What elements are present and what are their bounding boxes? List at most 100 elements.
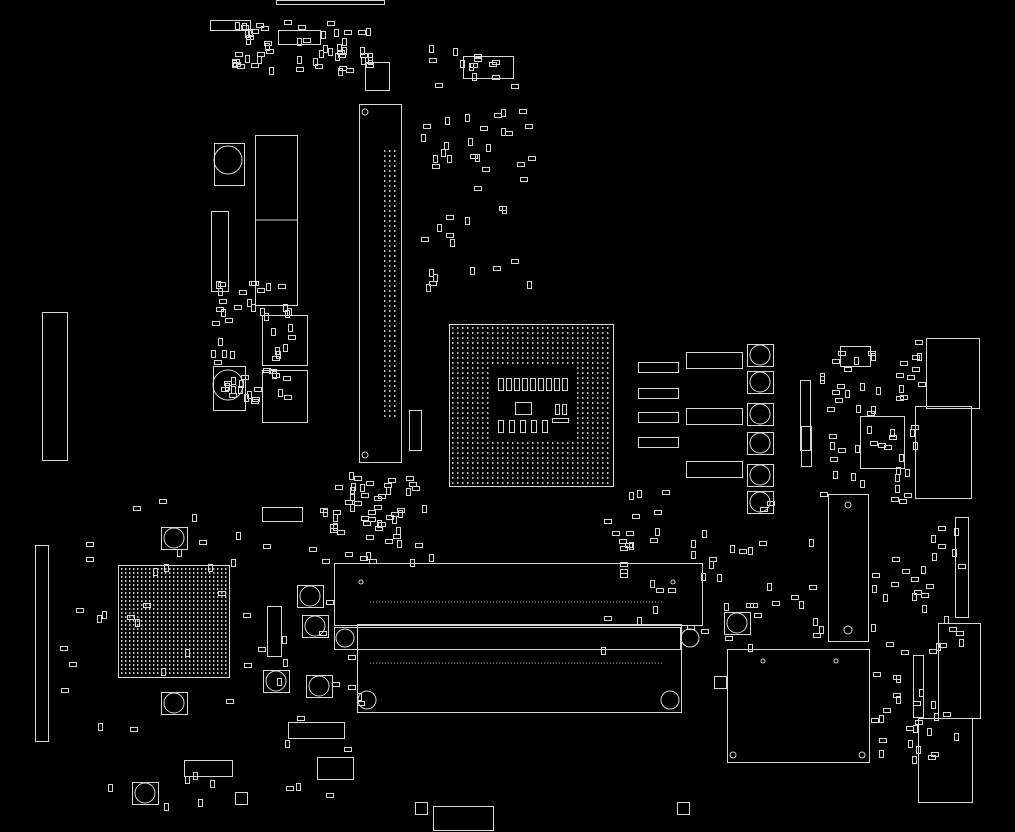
smd-component[interactable]	[954, 528, 959, 536]
capacitor[interactable]	[538, 378, 544, 391]
capacitor[interactable]	[514, 378, 520, 391]
side-connector[interactable]	[955, 517, 969, 618]
smd-component[interactable]	[333, 514, 338, 522]
smd-component[interactable]	[489, 62, 497, 67]
smd-component[interactable]	[465, 114, 470, 122]
component-outline[interactable]	[415, 802, 428, 815]
smd-component[interactable]	[612, 531, 620, 536]
smd-component[interactable]	[931, 701, 936, 709]
component-outline[interactable]	[686, 352, 743, 369]
smd-component[interactable]	[361, 516, 369, 521]
smd-component[interactable]	[911, 577, 919, 582]
smd-component[interactable]	[883, 594, 888, 602]
smd-component[interactable]	[263, 544, 271, 549]
smd-component[interactable]	[709, 561, 714, 569]
smd-component[interactable]	[378, 522, 386, 527]
smd-component[interactable]	[501, 109, 506, 117]
smd-component[interactable]	[257, 288, 265, 293]
smd-component[interactable]	[860, 480, 865, 488]
smd-component[interactable]	[69, 662, 77, 667]
smd-component[interactable]	[326, 600, 334, 605]
smd-component[interactable]	[949, 627, 957, 632]
smd-component[interactable]	[832, 390, 840, 395]
smd-component[interactable]	[161, 668, 166, 676]
smd-component[interactable]	[61, 688, 69, 693]
capacitor[interactable]	[542, 420, 548, 433]
smd-component[interactable]	[879, 715, 884, 723]
smd-component[interactable]	[86, 542, 94, 547]
smd-component[interactable]	[319, 631, 327, 636]
mounting-hole[interactable]	[335, 628, 355, 648]
vga-port[interactable]	[918, 718, 973, 803]
smd-component[interactable]	[856, 405, 861, 413]
smd-component[interactable]	[453, 48, 458, 56]
smd-component[interactable]	[272, 373, 280, 378]
capacitor[interactable]	[498, 420, 504, 433]
smd-component[interactable]	[397, 540, 402, 548]
component-outline[interactable]	[317, 757, 354, 780]
component-outline[interactable]	[263, 670, 290, 693]
component-outline[interactable]	[132, 782, 159, 805]
smd-component[interactable]	[650, 580, 655, 588]
smd-component[interactable]	[429, 554, 434, 562]
smd-component[interactable]	[338, 53, 346, 58]
smd-component[interactable]	[221, 309, 226, 317]
smd-component[interactable]	[465, 217, 470, 225]
smd-component[interactable]	[429, 269, 434, 277]
component-outline[interactable]	[840, 346, 871, 367]
smd-component[interactable]	[691, 551, 696, 559]
smd-component[interactable]	[351, 483, 356, 491]
smd-component[interactable]	[231, 559, 236, 567]
smd-component[interactable]	[650, 538, 658, 543]
smd-component[interactable]	[415, 543, 423, 548]
smd-component[interactable]	[396, 527, 401, 535]
smd-component[interactable]	[913, 725, 918, 733]
mounting-hole[interactable]	[749, 432, 771, 454]
smd-component[interactable]	[368, 510, 376, 515]
smd-component[interactable]	[368, 517, 376, 522]
smd-component[interactable]	[133, 506, 141, 511]
smd-component[interactable]	[212, 321, 220, 326]
smd-component[interactable]	[938, 544, 946, 549]
smd-component[interactable]	[767, 583, 772, 591]
component-outline[interactable]	[638, 362, 679, 373]
smd-component[interactable]	[218, 591, 226, 596]
smd-component[interactable]	[218, 288, 223, 296]
smd-component[interactable]	[283, 304, 288, 312]
smd-component[interactable]	[76, 608, 84, 613]
smd-component[interactable]	[952, 549, 957, 557]
smd-component[interactable]	[297, 716, 305, 721]
smd-component[interactable]	[386, 515, 394, 520]
smd-component[interactable]	[832, 359, 840, 364]
smd-component[interactable]	[357, 693, 362, 701]
smd-component[interactable]	[426, 284, 431, 292]
smd-component[interactable]	[384, 483, 392, 488]
smd-component[interactable]	[637, 617, 642, 625]
smd-component[interactable]	[813, 618, 818, 626]
smd-component[interactable]	[480, 126, 488, 131]
smd-component[interactable]	[668, 588, 676, 593]
smd-component[interactable]	[653, 606, 658, 614]
smd-component[interactable]	[249, 281, 257, 286]
smd-component[interactable]	[437, 224, 442, 232]
smd-component[interactable]	[159, 499, 167, 504]
mounting-hole[interactable]	[858, 751, 866, 759]
smd-component[interactable]	[474, 54, 482, 59]
smd-component[interactable]	[233, 62, 241, 67]
component-outline[interactable]	[297, 585, 324, 608]
smd-component[interactable]	[921, 566, 926, 574]
component-outline[interactable]	[267, 606, 282, 657]
smd-component[interactable]	[319, 50, 324, 58]
smd-component[interactable]	[288, 335, 296, 340]
smd-component[interactable]	[269, 67, 274, 75]
smd-component[interactable]	[767, 501, 775, 506]
smd-component[interactable]	[724, 603, 729, 611]
capacitor[interactable]	[498, 378, 504, 391]
smd-component[interactable]	[234, 305, 242, 310]
smd-component[interactable]	[528, 156, 536, 161]
vertical-connector[interactable]	[359, 104, 402, 463]
smd-component[interactable]	[908, 740, 913, 748]
smd-component[interactable]	[895, 485, 900, 493]
smd-component[interactable]	[283, 376, 291, 381]
smd-component[interactable]	[871, 718, 879, 723]
